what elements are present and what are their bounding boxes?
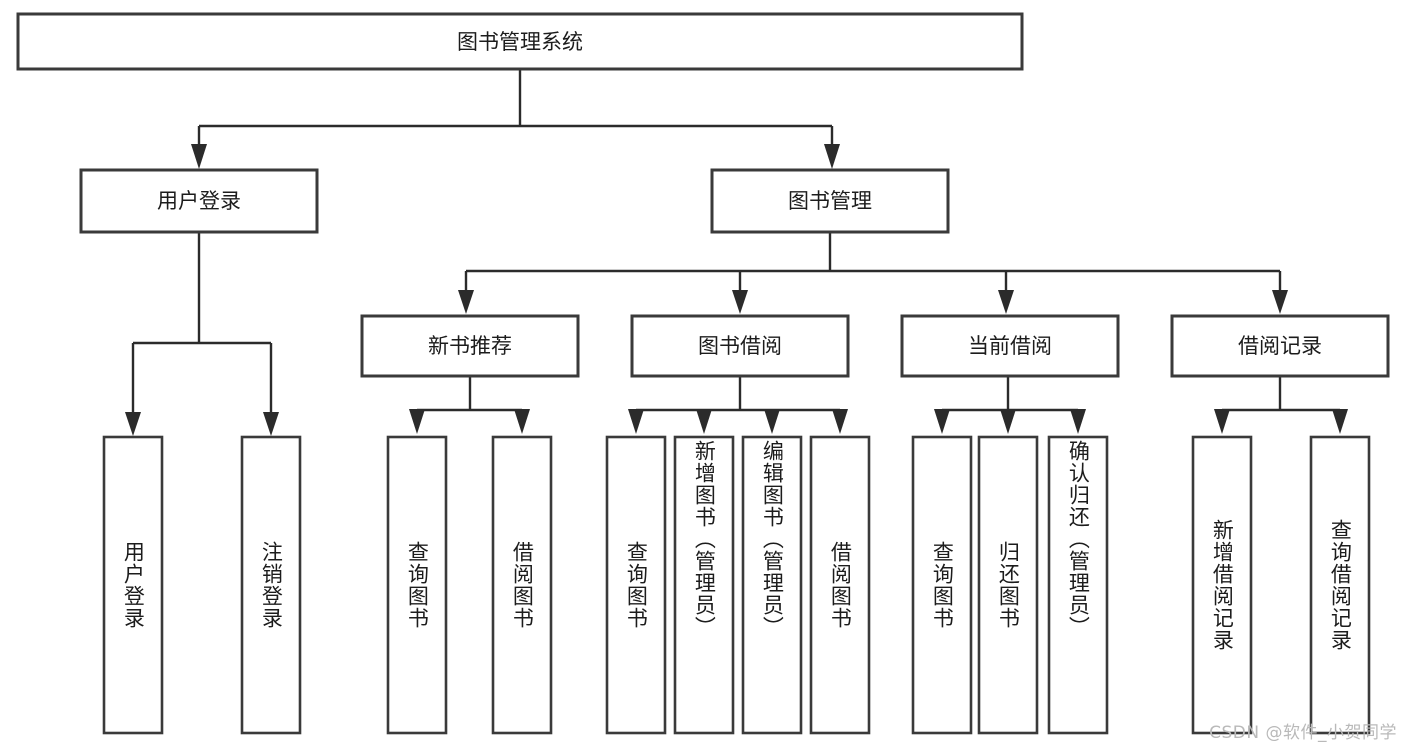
node-borrow-record-label: 借阅记录 bbox=[1238, 334, 1322, 358]
leaf-box-query-book-1[interactable] bbox=[386, 435, 448, 735]
leaf-box-logout[interactable] bbox=[240, 435, 302, 735]
leaf-box-borrow-book-1[interactable] bbox=[491, 435, 553, 735]
connector-group-borrow-record bbox=[1214, 376, 1348, 434]
node-borrow-record[interactable]: 借阅记录 bbox=[1170, 314, 1390, 378]
leaf-box-edit-book[interactable] bbox=[741, 435, 803, 735]
arrow-head-book-borrow bbox=[732, 290, 748, 314]
arrow-head-user-login bbox=[191, 144, 207, 169]
leaf-box-user-login[interactable] bbox=[102, 435, 164, 735]
leaf-box-confirm-return[interactable] bbox=[1047, 435, 1109, 735]
arrow-head-leaf-edit-book bbox=[764, 409, 780, 434]
arrow-head-leaf-confirm-return bbox=[1070, 409, 1086, 434]
arrow-head-leaf-user-login bbox=[125, 412, 141, 436]
node-new-book-rec[interactable]: 新书推荐 bbox=[360, 314, 580, 378]
arrow-head-leaf-add-book bbox=[696, 409, 712, 434]
leaf-box-borrow-book-2[interactable] bbox=[809, 435, 871, 735]
node-user-login[interactable]: 用户登录 bbox=[79, 168, 319, 234]
node-user-login-box[interactable] bbox=[79, 168, 319, 234]
node-current-borrow[interactable]: 当前借阅 bbox=[900, 314, 1120, 378]
leaf-box-return-book[interactable] bbox=[977, 435, 1039, 735]
leaf-box-add-record[interactable] bbox=[1191, 435, 1253, 735]
node-book-borrow-label: 图书借阅 bbox=[698, 334, 782, 358]
arrow-head-borrow-record bbox=[1272, 290, 1288, 314]
node-book-manage-label: 图书管理 bbox=[788, 189, 872, 213]
arrow-head-new-book-rec bbox=[458, 290, 474, 314]
arrow-head-leaf-query-record bbox=[1332, 409, 1348, 434]
arrow-head-book-manage bbox=[824, 144, 840, 169]
node-current-borrow-box[interactable] bbox=[900, 314, 1120, 378]
connector-group-new-book-rec bbox=[409, 376, 530, 434]
node-book-borrow[interactable]: 图书借阅 bbox=[630, 314, 850, 378]
node-borrow-record-box[interactable] bbox=[1170, 314, 1390, 378]
arrow-head-leaf-add-record bbox=[1214, 409, 1230, 434]
leaf-box-add-book[interactable] bbox=[673, 435, 735, 735]
node-root-box[interactable] bbox=[16, 12, 1024, 71]
csdn-watermark: CSDN @软件_小贺同学 bbox=[1209, 723, 1397, 743]
arrow-head-leaf-logout bbox=[263, 412, 279, 436]
arrow-head-leaf-query-book-3 bbox=[934, 409, 950, 434]
arrow-head-leaf-borrow-book-2 bbox=[832, 409, 848, 434]
node-new-book-rec-box[interactable] bbox=[360, 314, 580, 378]
arrow-head-leaf-query-book-2 bbox=[628, 409, 644, 434]
leaf-boxes bbox=[102, 435, 1371, 735]
arrow-head-leaf-return-book bbox=[1000, 409, 1016, 434]
connector-group-current-borrow bbox=[934, 376, 1086, 434]
node-root[interactable]: 图书管理系统 bbox=[16, 12, 1024, 71]
node-new-book-rec-label: 新书推荐 bbox=[428, 334, 512, 358]
connector-group-user-login bbox=[125, 233, 279, 436]
leaf-box-query-record[interactable] bbox=[1309, 435, 1371, 735]
connector-group-root bbox=[191, 69, 840, 169]
node-book-manage-box[interactable] bbox=[710, 168, 950, 234]
arrow-head-current-borrow bbox=[998, 290, 1014, 314]
node-book-borrow-box[interactable] bbox=[630, 314, 850, 378]
leaf-box-query-book-3[interactable] bbox=[911, 435, 973, 735]
connector-group-book-manage bbox=[458, 233, 1288, 314]
leaf-box-query-book-2[interactable] bbox=[605, 435, 667, 735]
node-user-login-label: 用户登录 bbox=[157, 189, 241, 213]
node-root-label: 图书管理系统 bbox=[457, 30, 583, 54]
arrow-head-leaf-borrow-book-1 bbox=[514, 409, 530, 434]
node-current-borrow-label: 当前借阅 bbox=[968, 334, 1052, 358]
connector-group-book-borrow bbox=[628, 376, 848, 434]
arrow-head-leaf-query-book-1 bbox=[409, 409, 425, 434]
node-book-manage[interactable]: 图书管理 bbox=[710, 168, 950, 234]
